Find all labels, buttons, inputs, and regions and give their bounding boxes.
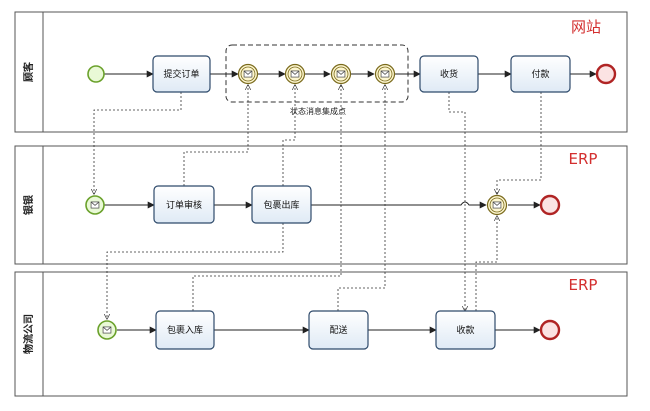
message-event-icon xyxy=(284,63,306,85)
lane-customer-header xyxy=(14,11,44,133)
task-pack-out-label: 包裹出库 xyxy=(263,199,299,211)
task-collect-payment[interactable]: 收款 xyxy=(435,310,496,350)
lane-customer-name: 顾客 xyxy=(22,61,35,82)
task-deliver[interactable]: 配送 xyxy=(308,310,369,350)
end-event-icon xyxy=(539,194,561,216)
envelope-icon xyxy=(102,326,112,334)
task-pay[interactable]: 付款 xyxy=(510,55,571,93)
task-submit-order[interactable]: 提交订单 xyxy=(152,55,211,93)
lane-logistics-header xyxy=(14,271,44,397)
task-deliver-label: 配送 xyxy=(329,324,347,336)
tasks: 提交订单 收货 付款 订单审核 包裹出库 包裹入库 配送 收款 xyxy=(152,55,571,350)
message-event-icon xyxy=(237,63,259,85)
msg-review-to-msg1 xyxy=(183,85,248,186)
message-event-icon xyxy=(330,63,352,85)
lane-erp-header xyxy=(14,145,44,265)
msg-collect-to-erp-msg xyxy=(475,216,497,311)
msg-submit-to-erp-start xyxy=(94,92,182,194)
task-receive-goods[interactable]: 收货 xyxy=(419,55,479,93)
end-event-icon xyxy=(595,63,617,85)
envelope-icon xyxy=(380,70,390,78)
task-pack-in-label: 包裹入库 xyxy=(167,324,203,336)
end-event-icon xyxy=(539,319,561,341)
envelope-icon xyxy=(290,70,300,78)
envelope-icon xyxy=(492,201,502,209)
msg-packin-to-msg3 xyxy=(192,85,341,311)
envelope-icon xyxy=(336,70,346,78)
events xyxy=(85,63,617,341)
task-collect-payment-label: 收款 xyxy=(456,324,474,336)
task-pack-out[interactable]: 包裹出库 xyxy=(251,185,312,224)
start-event-icon xyxy=(87,65,105,83)
message-flows xyxy=(94,85,542,319)
task-order-review-label: 订单审核 xyxy=(166,199,202,211)
task-order-review[interactable]: 订单审核 xyxy=(153,185,215,224)
msg-packout-to-log-start xyxy=(107,223,284,319)
envelope-icon xyxy=(243,70,253,78)
lane-customer-system-tag: 网站 xyxy=(571,18,601,36)
integration-group-label: 状态消息集成点 xyxy=(290,106,346,116)
lane-logistics-system-tag: ERP xyxy=(569,276,598,294)
lane-logistics-name: 物流公司 xyxy=(22,314,35,354)
msg-pay-to-erp-msg xyxy=(497,92,542,194)
lane-erp-name: 银银 xyxy=(22,194,35,215)
task-receive-goods-label: 收货 xyxy=(440,68,458,80)
task-pack-in[interactable]: 包裹入库 xyxy=(155,310,215,350)
task-pay-label: 付款 xyxy=(531,68,549,80)
envelope-icon xyxy=(90,201,100,209)
message-event-icon xyxy=(374,63,396,85)
msg-packout-to-msg2 xyxy=(282,85,295,186)
msg-receive-to-collect xyxy=(448,92,465,311)
task-submit-order-label: 提交订单 xyxy=(163,68,199,80)
start-event-icon xyxy=(97,320,117,340)
start-event-icon xyxy=(85,195,105,215)
lane-erp-system-tag: ERP xyxy=(569,150,598,168)
message-event-icon xyxy=(486,194,508,216)
